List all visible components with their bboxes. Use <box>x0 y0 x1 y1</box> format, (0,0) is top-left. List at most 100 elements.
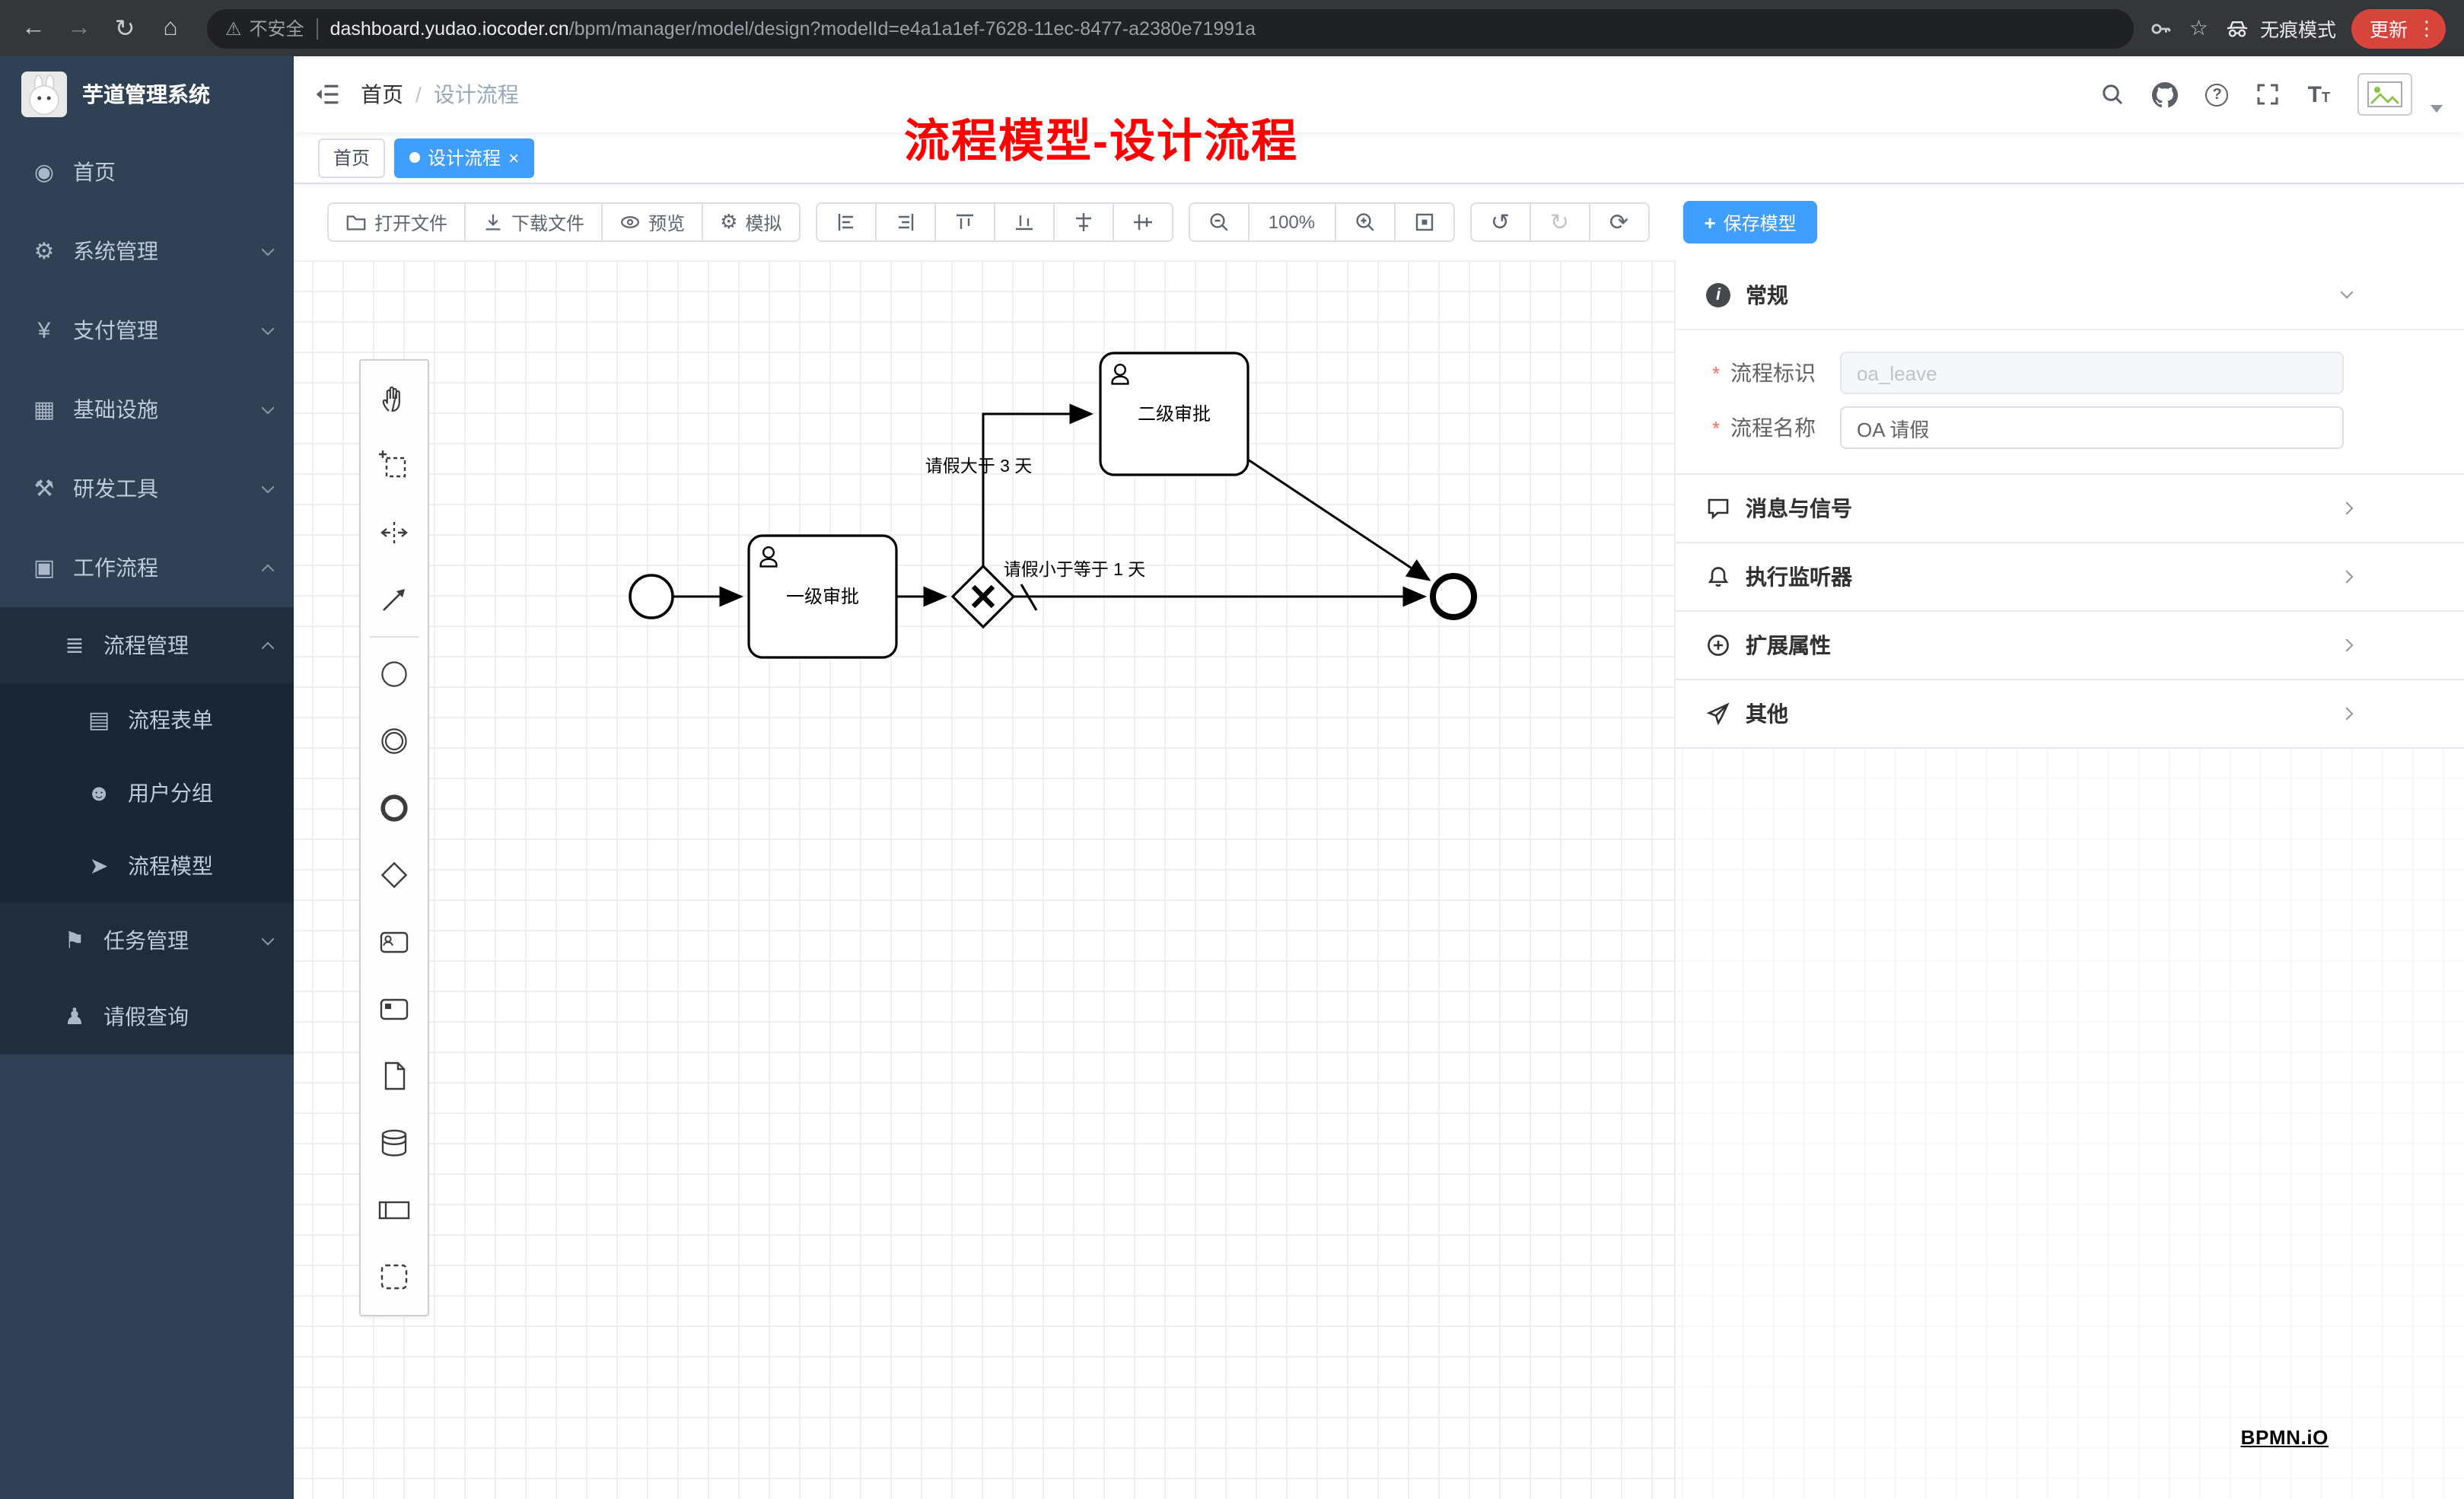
align-right-button[interactable] <box>874 202 936 242</box>
refresh-icon[interactable]: ↻ <box>114 16 135 42</box>
hand-tool[interactable] <box>361 365 428 432</box>
bookmark-star-icon[interactable]: ☆ <box>2189 15 2208 40</box>
task-first-approval[interactable]: 一级审批 <box>747 534 898 659</box>
close-icon[interactable]: × <box>508 147 520 168</box>
flow-task2-to-end[interactable] <box>1247 458 1431 581</box>
security-status[interactable]: ⚠ 不安全 <box>225 15 304 41</box>
sidebar-item-leave-query[interactable]: ♟ 请假查询 <box>0 979 294 1055</box>
url-text: dashboard.yudao.iocoder.cn/bpm/manager/m… <box>330 18 1256 39</box>
create-task[interactable] <box>361 975 428 1042</box>
tools-icon: ⚒ <box>33 476 55 502</box>
align-left-button[interactable] <box>815 202 877 242</box>
space-tool[interactable] <box>361 499 428 566</box>
sidebar-item-user-group[interactable]: ☻ 用户分组 <box>0 756 294 829</box>
sidebar-item-process-model[interactable]: ➤ 流程模型 <box>0 829 294 902</box>
align-center-vertical-button[interactable] <box>1112 202 1173 242</box>
search-icon[interactable] <box>2101 82 2125 107</box>
download-file-button[interactable]: 下载文件 <box>464 202 603 242</box>
sidebar-item-process-mgmt[interactable]: ≣ 流程管理 <box>0 607 294 683</box>
breadcrumb-home[interactable]: 首页 <box>361 82 403 107</box>
section-general[interactable]: i 常规 <box>1676 260 2464 329</box>
main: 首页 / 设计流程 ? <box>294 56 2464 1499</box>
url-bar[interactable]: ⚠ 不安全 dashboard.yudao.iocoder.cn/bpm/man… <box>207 8 2135 48</box>
default-flow-marker <box>1020 584 1038 611</box>
chevron-down-icon <box>261 479 275 493</box>
tab-home[interactable]: 首页 <box>318 138 386 177</box>
chevron-up-icon <box>261 563 275 577</box>
sidebar-item-workflow[interactable]: ▣ 工作流程 <box>0 528 294 607</box>
chevron-right-icon <box>2340 638 2354 652</box>
exclusive-gateway[interactable] <box>950 564 1016 629</box>
align-center-horizontal-button[interactable] <box>1052 202 1114 242</box>
sidebar-item-infra[interactable]: ▦ 基础设施 <box>0 370 294 449</box>
process-key-input[interactable] <box>1840 352 2344 394</box>
preview-button[interactable]: 预览 <box>601 202 704 242</box>
save-model-button[interactable]: + 保存模型 <box>1682 201 1818 243</box>
section-extended-attributes[interactable]: 扩展属性 <box>1676 610 2464 679</box>
create-start-event[interactable] <box>361 641 428 708</box>
password-key-icon[interactable] <box>2150 16 2174 40</box>
sidebar-item-system[interactable]: ⚙ 系统管理 <box>0 212 294 291</box>
restart-button[interactable]: ⟳ <box>1588 202 1650 242</box>
gateway-icon <box>380 861 408 889</box>
browser-menu-icon[interactable]: ⋮ <box>2417 16 2437 39</box>
undo-button[interactable]: ↺ <box>1469 202 1531 242</box>
redo-icon: ↻ <box>1549 210 1569 236</box>
task-second-approval[interactable]: 二级审批 <box>1099 352 1250 476</box>
message-icon <box>1706 496 1730 520</box>
create-datastore[interactable] <box>361 1109 428 1176</box>
sidebar-item-devtools[interactable]: ⚒ 研发工具 <box>0 449 294 528</box>
browser-chrome: ← → ↻ ⌂ ⚠ 不安全 dashboard.yudao.iocoder.cn… <box>0 0 2464 56</box>
lasso-tool[interactable] <box>361 432 428 499</box>
zoom-in-button[interactable] <box>1334 202 1396 242</box>
zoom-level[interactable]: 100% <box>1247 202 1336 242</box>
help-icon[interactable]: ? <box>2205 83 2229 106</box>
fullscreen-icon[interactable] <box>2256 82 2281 107</box>
align-top-button[interactable] <box>934 202 995 242</box>
flow-gateway-to-task2[interactable] <box>982 403 1094 566</box>
create-group[interactable] <box>361 1243 428 1310</box>
sidebar-item-home[interactable]: ◉ 首页 <box>0 132 294 212</box>
sidebar-item-payment[interactable]: ¥ 支付管理 <box>0 291 294 370</box>
tab-design-process[interactable]: 设计流程 × <box>394 138 535 177</box>
zoom-reset-button[interactable] <box>1393 202 1455 242</box>
forward-icon[interactable]: → <box>67 14 91 40</box>
update-button[interactable]: 更新 ⋮ <box>2351 8 2446 48</box>
create-intermediate-event[interactable] <box>361 708 428 775</box>
properties-panel: i 常规 * 流程标识 * 流程名称 <box>1674 260 2464 1499</box>
open-file-button[interactable]: 打开文件 <box>327 202 466 242</box>
hamburger-icon[interactable] <box>294 56 361 132</box>
simulate-button[interactable]: ⚙ 模拟 <box>702 202 801 242</box>
logo[interactable]: 芋道管理系统 <box>0 56 294 132</box>
start-event[interactable] <box>629 574 674 619</box>
font-size-icon[interactable]: TT <box>2307 81 2330 107</box>
sidebar: 芋道管理系统 ◉ 首页 ⚙ 系统管理 ¥ 支付管理 ▦ <box>0 56 294 1499</box>
sidebar-item-task-mgmt[interactable]: ⚑ 任务管理 <box>0 902 294 979</box>
bpmn-palette <box>359 359 429 1316</box>
create-participant[interactable] <box>361 1176 428 1243</box>
github-icon[interactable] <box>2152 81 2179 107</box>
redo-button[interactable]: ↻ <box>1529 202 1590 242</box>
process-name-input[interactable] <box>1840 406 2344 449</box>
bpmn-io-watermark[interactable]: BPMN.iO <box>2240 1426 2329 1449</box>
zoom-out-button[interactable] <box>1188 202 1250 242</box>
create-document[interactable] <box>361 1042 428 1109</box>
create-user-task[interactable] <box>361 909 428 975</box>
section-other[interactable]: 其他 <box>1676 679 2464 747</box>
back-icon[interactable]: ← <box>21 14 46 40</box>
section-messages-signals[interactable]: 消息与信号 <box>1676 473 2464 542</box>
end-event[interactable] <box>1430 573 1477 620</box>
end-event-icon <box>380 794 408 822</box>
align-bottom-button[interactable] <box>993 202 1055 242</box>
home-icon[interactable]: ⌂ <box>163 14 178 40</box>
section-execution-listeners[interactable]: 执行监听器 <box>1676 542 2464 610</box>
create-gateway[interactable] <box>361 842 428 909</box>
sidebar-item-process-form[interactable]: ▤ 流程表单 <box>0 683 294 756</box>
properties-card: i 常规 * 流程标识 * 流程名称 <box>1676 260 2464 749</box>
create-end-event[interactable] <box>361 775 428 842</box>
connection-tool[interactable] <box>361 566 428 633</box>
avatar[interactable] <box>2357 73 2412 116</box>
sidebar-menu: ◉ 首页 ⚙ 系统管理 ¥ 支付管理 ▦ 基础设施 <box>0 132 294 1499</box>
chevron-down-icon <box>261 931 275 945</box>
avatar-dropdown-icon[interactable] <box>2431 104 2443 112</box>
